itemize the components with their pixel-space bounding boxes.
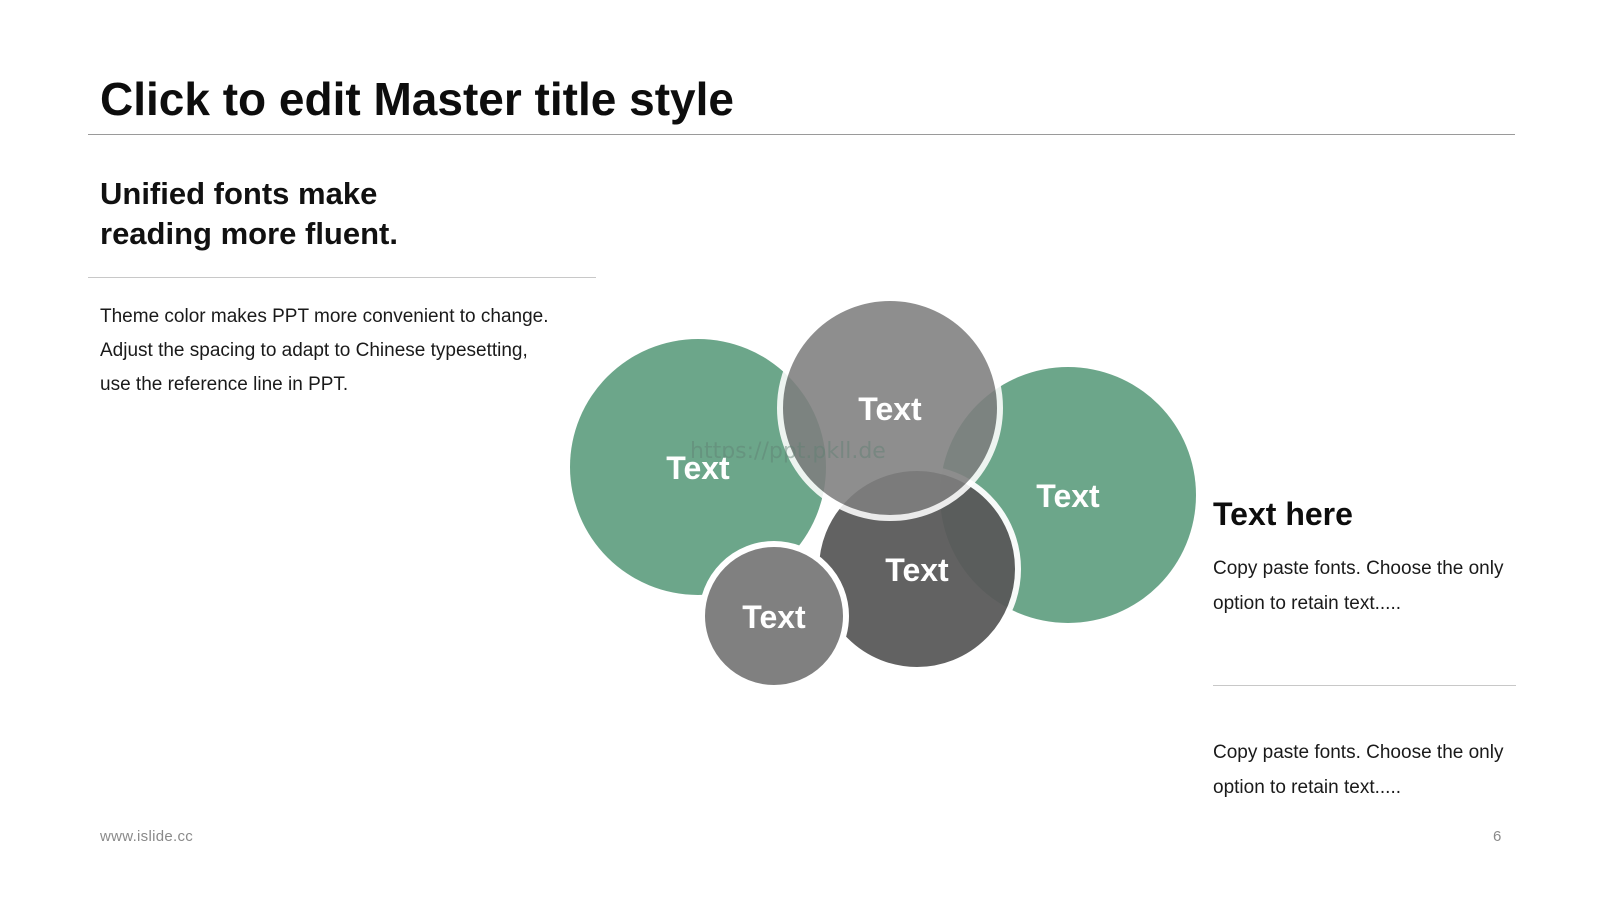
bubble-label-right: Text xyxy=(1036,478,1100,514)
body-line-2: Adjust the spacing to adapt to Chinese t… xyxy=(100,340,528,361)
bubble-top-gray[interactable] xyxy=(777,295,1003,521)
body-line-1: Theme color makes PPT more convenient to… xyxy=(100,306,549,327)
body-line-3: use the reference line in PPT. xyxy=(100,374,349,395)
right-text-two[interactable]: Copy paste fonts. Choose the only option… xyxy=(1213,742,1504,798)
subheading-line-1: Unified fonts make xyxy=(100,176,378,211)
title-divider xyxy=(88,134,1515,135)
left-divider xyxy=(88,277,596,278)
slide-title[interactable]: Click to edit Master title style xyxy=(100,73,734,125)
bubble-small-gray[interactable] xyxy=(699,541,849,691)
bubble-label-left: Text xyxy=(666,450,730,486)
footer-website: www.islide.cc xyxy=(100,828,194,845)
right-divider xyxy=(1213,685,1516,686)
right-heading[interactable]: Text here xyxy=(1213,496,1353,532)
subheading[interactable]: Unified fonts make reading more fluent. xyxy=(100,174,398,254)
right-text-one[interactable]: Copy paste fonts. Choose the only option… xyxy=(1213,558,1504,614)
bubble-label-center: Text xyxy=(885,552,949,588)
subheading-line-2: reading more fluent. xyxy=(100,216,398,251)
bubble-left-green[interactable] xyxy=(570,339,826,595)
page-number: 6 xyxy=(1493,828,1502,845)
bubble-label-small: Text xyxy=(742,599,806,635)
bubble-label-top: Text xyxy=(858,391,922,427)
body-text[interactable]: Theme color makes PPT more convenient to… xyxy=(100,300,549,402)
watermark-text: https://ppt.pkll.de xyxy=(690,439,886,464)
